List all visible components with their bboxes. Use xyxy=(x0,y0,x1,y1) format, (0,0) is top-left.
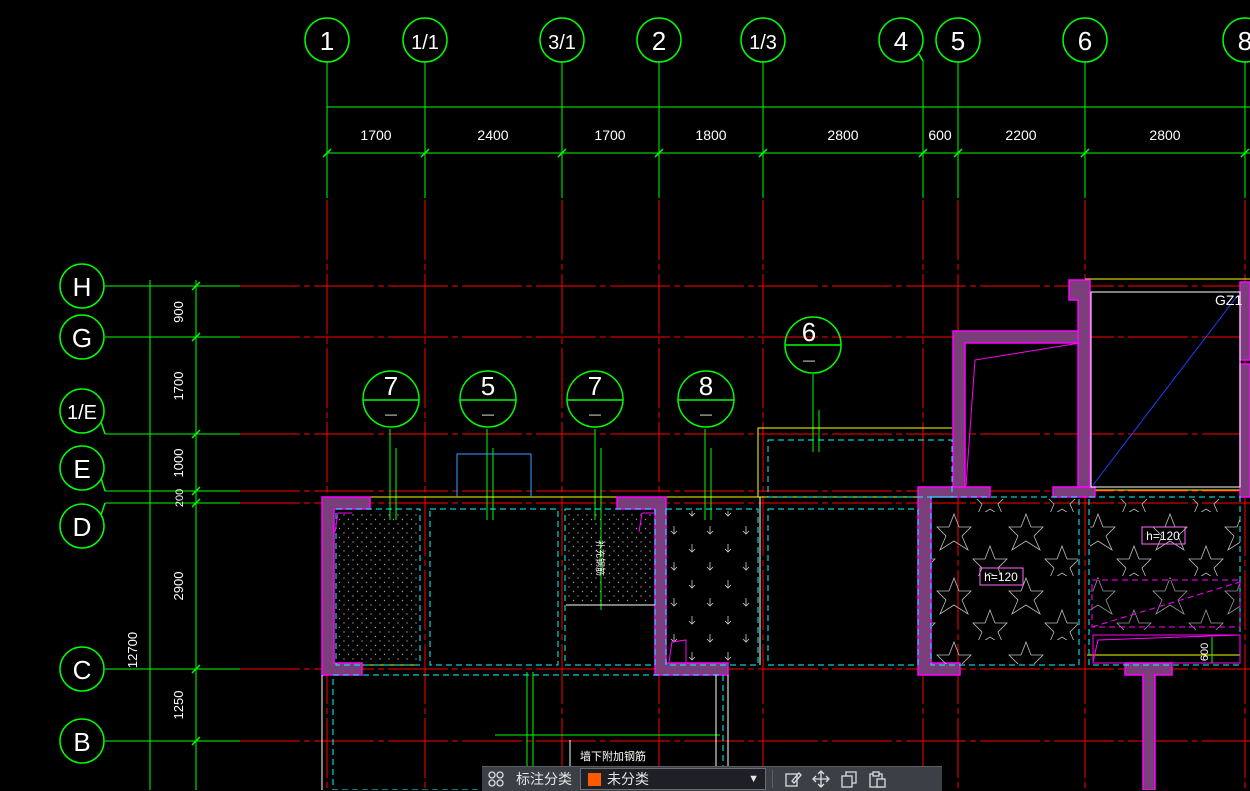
dim-text: 1250 xyxy=(171,691,186,720)
magenta-detail-layer xyxy=(334,342,1241,664)
move-icon xyxy=(812,770,830,788)
dim-text: 2400 xyxy=(477,127,508,143)
dim-text: 900 xyxy=(171,301,186,323)
side-dimension-text-layer: 900 1700 1000 200 2900 1250 12700 xyxy=(125,301,186,719)
room-tag-number: 8 xyxy=(699,371,713,401)
room-tag-number: 6 xyxy=(802,317,816,347)
axis-label-1: 1 xyxy=(320,26,334,56)
dim-text: 2800 xyxy=(827,127,858,143)
slab-thickness-left: h=120 xyxy=(979,567,1024,586)
grid-icon xyxy=(488,771,504,787)
toolbar-separator xyxy=(772,770,773,788)
dropdown-arrow-icon: ▼ xyxy=(748,773,759,785)
room-tag[interactable]: 6 — xyxy=(784,316,842,374)
room-tag-layer: 7 — 5 — 7 — 8 — 6 — xyxy=(362,316,842,428)
star-hatch xyxy=(1090,580,1240,630)
axis-label-g: G xyxy=(72,323,92,353)
axis-label-5: 5 xyxy=(951,26,965,56)
copy-icon xyxy=(841,771,857,788)
room-tag-sub: — xyxy=(482,407,494,421)
slab-thickness-right: h=120 xyxy=(1141,526,1186,545)
dot-hatch xyxy=(566,511,654,604)
star-hatch xyxy=(1090,499,1240,579)
axis-label-b: B xyxy=(73,727,90,757)
dim-text: 200 xyxy=(174,489,186,507)
room-tag[interactable]: 5 — xyxy=(459,370,517,428)
axis-label-2: 2 xyxy=(652,26,666,56)
slab-outline-layer xyxy=(332,439,1241,790)
wall-segment xyxy=(1239,363,1250,498)
axis-label-3-1: 3/1 xyxy=(548,32,576,54)
diagonal-line xyxy=(1092,294,1239,486)
dim-text: 2800 xyxy=(1149,127,1180,143)
axis-label-1-e: 1/E xyxy=(67,402,97,424)
slab-thickness-text: h=120 xyxy=(1146,529,1180,543)
edit-icon xyxy=(785,772,802,787)
wall-segment xyxy=(1124,662,1173,790)
axis-label-1-1: 1/1 xyxy=(411,32,439,54)
axis-label-h: H xyxy=(73,272,92,302)
dim-text: 2200 xyxy=(1005,127,1036,143)
arrow-hatch xyxy=(668,511,758,663)
slab-thickness-text: h=120 xyxy=(984,570,1018,584)
axis-label-6: 6 xyxy=(1078,26,1092,56)
room-tag-number: 7 xyxy=(588,371,602,401)
room-tag[interactable]: 7 — xyxy=(362,370,420,428)
edit-button[interactable] xyxy=(779,767,807,791)
room-tag[interactable]: 8 — xyxy=(677,370,735,428)
dim-text: 600 xyxy=(928,127,952,143)
room-tag-sub: — xyxy=(385,407,397,421)
category-selected-text: 未分类 xyxy=(607,771,649,787)
annotation-toolbar: 标注分类 未分类 ▼ xyxy=(482,766,942,791)
axis-label-8: 8 xyxy=(1238,26,1250,56)
dimension-tick-layer xyxy=(191,148,1250,746)
wall-segment xyxy=(952,330,1081,488)
move-button[interactable] xyxy=(807,767,835,791)
color-swatch xyxy=(587,771,602,787)
top-dimension-text-layer: 1700 2400 1700 1800 2800 600 2200 2800 xyxy=(360,127,1180,143)
dim-text: 1700 xyxy=(594,127,625,143)
room-tag-sub: — xyxy=(700,407,712,421)
axis-label-4: 4 xyxy=(894,26,908,56)
grid-leader-layer xyxy=(105,61,1250,790)
total-dim-text: 12700 xyxy=(125,632,140,668)
star-hatch xyxy=(932,499,1078,664)
toolbar-label: 标注分类 xyxy=(516,771,572,787)
vertical-axis-labels: 1 1/1 3/1 2 1/3 4 5 6 8 xyxy=(320,26,1250,56)
dim-text: 2900 xyxy=(171,572,186,601)
bottom-note: 墙下附加钢筋 xyxy=(580,749,646,763)
room-tag-sub: — xyxy=(803,353,815,367)
horizontal-axis-bubbles xyxy=(59,263,106,764)
room-tag[interactable]: 7 — xyxy=(566,370,624,428)
axis-label-e: E xyxy=(73,454,90,484)
room-tag-number: 7 xyxy=(384,371,398,401)
axis-line-layer xyxy=(240,200,1250,790)
room-tag-number: 5 xyxy=(481,371,495,401)
copy-button[interactable] xyxy=(835,767,863,791)
axis-label-1-3: 1/3 xyxy=(749,32,777,54)
vertical-note: 补充钢筋 xyxy=(595,540,606,576)
dim-text: 1700 xyxy=(171,372,186,401)
wall-segment xyxy=(1068,279,1091,488)
horizontal-axis-labels: H G 1/E E D C B xyxy=(67,272,97,757)
dim-text: 1000 xyxy=(171,449,186,478)
dim-600-text: 600 xyxy=(1199,643,1211,661)
category-select[interactable]: 未分类 ▼ xyxy=(580,768,766,790)
blue-layer xyxy=(456,453,532,497)
gz-label: GZ1 xyxy=(1215,292,1242,308)
paste-button[interactable] xyxy=(863,767,891,791)
axis-label-d: D xyxy=(73,512,92,542)
grid-toggle-button[interactable] xyxy=(482,767,510,791)
room-tag-sub: — xyxy=(589,407,601,421)
paste-icon xyxy=(869,771,886,788)
dot-hatch xyxy=(336,511,420,663)
dim-text: 1700 xyxy=(360,127,391,143)
vertical-axis-bubbles xyxy=(304,17,1250,63)
axis-label-c: C xyxy=(73,655,92,685)
wall-segment xyxy=(1052,486,1096,498)
dim-text: 1800 xyxy=(695,127,726,143)
